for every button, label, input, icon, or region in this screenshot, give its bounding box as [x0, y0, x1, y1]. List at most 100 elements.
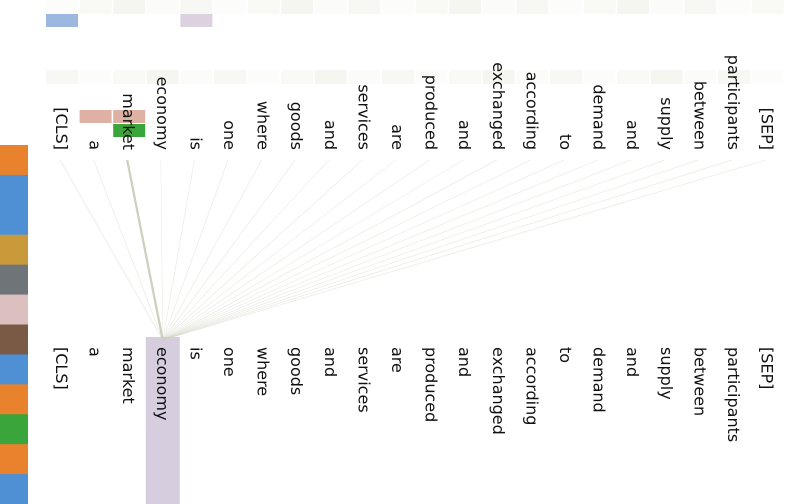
top-token[interactable]: exchanged [489, 62, 508, 150]
heatmap-cell [348, 70, 381, 84]
heatmap-cell [650, 0, 683, 14]
bottom-token[interactable]: market [119, 347, 138, 404]
heatmap-cell [46, 0, 78, 14]
heatmap-cell [382, 0, 414, 14]
top-token[interactable]: goods [287, 102, 306, 150]
top-head-heatmap [46, 0, 784, 137]
top-token[interactable]: supply [657, 97, 676, 150]
heatmap-cell [550, 70, 582, 84]
heatmap-cell [382, 70, 414, 84]
top-token[interactable]: and [623, 120, 642, 150]
bottom-token[interactable]: between [690, 347, 709, 416]
head-color-swatch[interactable] [0, 294, 28, 325]
top-token[interactable]: where [254, 101, 273, 150]
top-token[interactable]: economy [153, 77, 172, 150]
attention-line [93, 159, 164, 341]
attention-line [162, 159, 430, 341]
top-token[interactable]: demand [590, 84, 609, 150]
bottom-token[interactable]: produced [422, 347, 441, 422]
bottom-token[interactable]: is [186, 347, 205, 360]
heatmap-mark [180, 14, 213, 27]
bottom-token[interactable]: demand [590, 347, 609, 413]
top-token[interactable]: a [86, 140, 105, 150]
top-token[interactable]: and [455, 120, 474, 150]
bottom-token[interactable]: [CLS] [52, 347, 71, 390]
bottom-token[interactable]: are [388, 347, 407, 373]
bottom-token[interactable]: economy [153, 347, 172, 420]
head-color-swatch[interactable] [0, 384, 28, 415]
attention-line [162, 159, 262, 341]
bottom-token[interactable]: supply [657, 347, 676, 400]
attention-line [162, 159, 733, 341]
heatmap-cell [482, 0, 515, 14]
head-color-swatch[interactable] [0, 324, 28, 355]
heatmap-cell [214, 0, 246, 14]
heatmap-cell [684, 70, 717, 84]
top-token[interactable]: and [321, 120, 340, 150]
head-color-swatch[interactable] [0, 174, 28, 206]
heatmap-cell [516, 0, 549, 14]
attention-line [162, 159, 699, 341]
heatmap-cell [247, 0, 280, 14]
heatmap-mark [113, 124, 146, 137]
heatmap-cell [449, 70, 482, 84]
attention-line [162, 159, 497, 341]
top-token[interactable]: participants [724, 55, 743, 150]
heatmap-cell [650, 70, 683, 84]
top-token[interactable]: to [556, 134, 575, 150]
top-token[interactable]: market [119, 93, 138, 150]
heatmap-cell [718, 70, 750, 84]
head-color-swatch[interactable] [0, 474, 28, 504]
bottom-token[interactable]: a [86, 347, 105, 357]
bottom-token[interactable]: to [556, 347, 575, 363]
head-color-swatch[interactable] [0, 414, 28, 445]
attention-line [162, 159, 665, 341]
head-color-swatch[interactable] [0, 145, 28, 176]
top-token[interactable]: between [690, 81, 709, 150]
attention-line [162, 159, 195, 341]
heatmap-cell [113, 70, 146, 84]
top-token[interactable]: are [388, 124, 407, 150]
head-color-swatch[interactable] [0, 204, 28, 236]
bottom-token[interactable]: exchanged [489, 347, 508, 435]
attention-line [162, 159, 330, 341]
bottom-token[interactable]: and [321, 347, 340, 377]
bottom-token[interactable]: where [254, 347, 273, 396]
bottom-token[interactable]: and [455, 347, 474, 377]
attention-line [162, 159, 229, 341]
top-token[interactable]: one [220, 120, 239, 150]
bottom-token[interactable]: one [220, 347, 239, 377]
top-token[interactable]: produced [422, 75, 441, 150]
bottom-token[interactable]: services [354, 347, 373, 413]
top-token[interactable]: services [354, 84, 373, 150]
attention-line [162, 159, 397, 341]
top-token[interactable]: is [186, 137, 205, 150]
heatmap-cell [214, 70, 246, 84]
head-color-swatch[interactable] [0, 354, 28, 385]
bottom-token[interactable]: according [522, 347, 541, 425]
head-color-swatch[interactable] [0, 264, 28, 296]
heatmap-cell [550, 0, 582, 14]
heatmap-cell [516, 70, 549, 84]
top-token[interactable]: [CLS] [52, 107, 71, 150]
bottom-token[interactable]: participants [724, 347, 743, 442]
head-color-swatch[interactable] [0, 234, 28, 266]
heatmap-cell [281, 70, 314, 84]
heatmap-cell [79, 70, 112, 84]
top-token[interactable]: [SEP] [758, 108, 777, 150]
bottom-token[interactable]: goods [287, 347, 306, 395]
heatmap-cell [718, 0, 750, 14]
heatmap-cell [684, 0, 717, 14]
bottom-token[interactable]: [SEP] [758, 347, 777, 389]
attention-line [160, 159, 164, 341]
attention-line [59, 159, 164, 341]
bottom-token[interactable]: and [623, 347, 642, 377]
head-color-swatch[interactable] [0, 444, 28, 475]
heatmap-cell [281, 0, 314, 14]
heatmap-cell [751, 70, 784, 84]
heatmap-cell [415, 70, 448, 84]
top-token[interactable]: according [522, 72, 541, 150]
